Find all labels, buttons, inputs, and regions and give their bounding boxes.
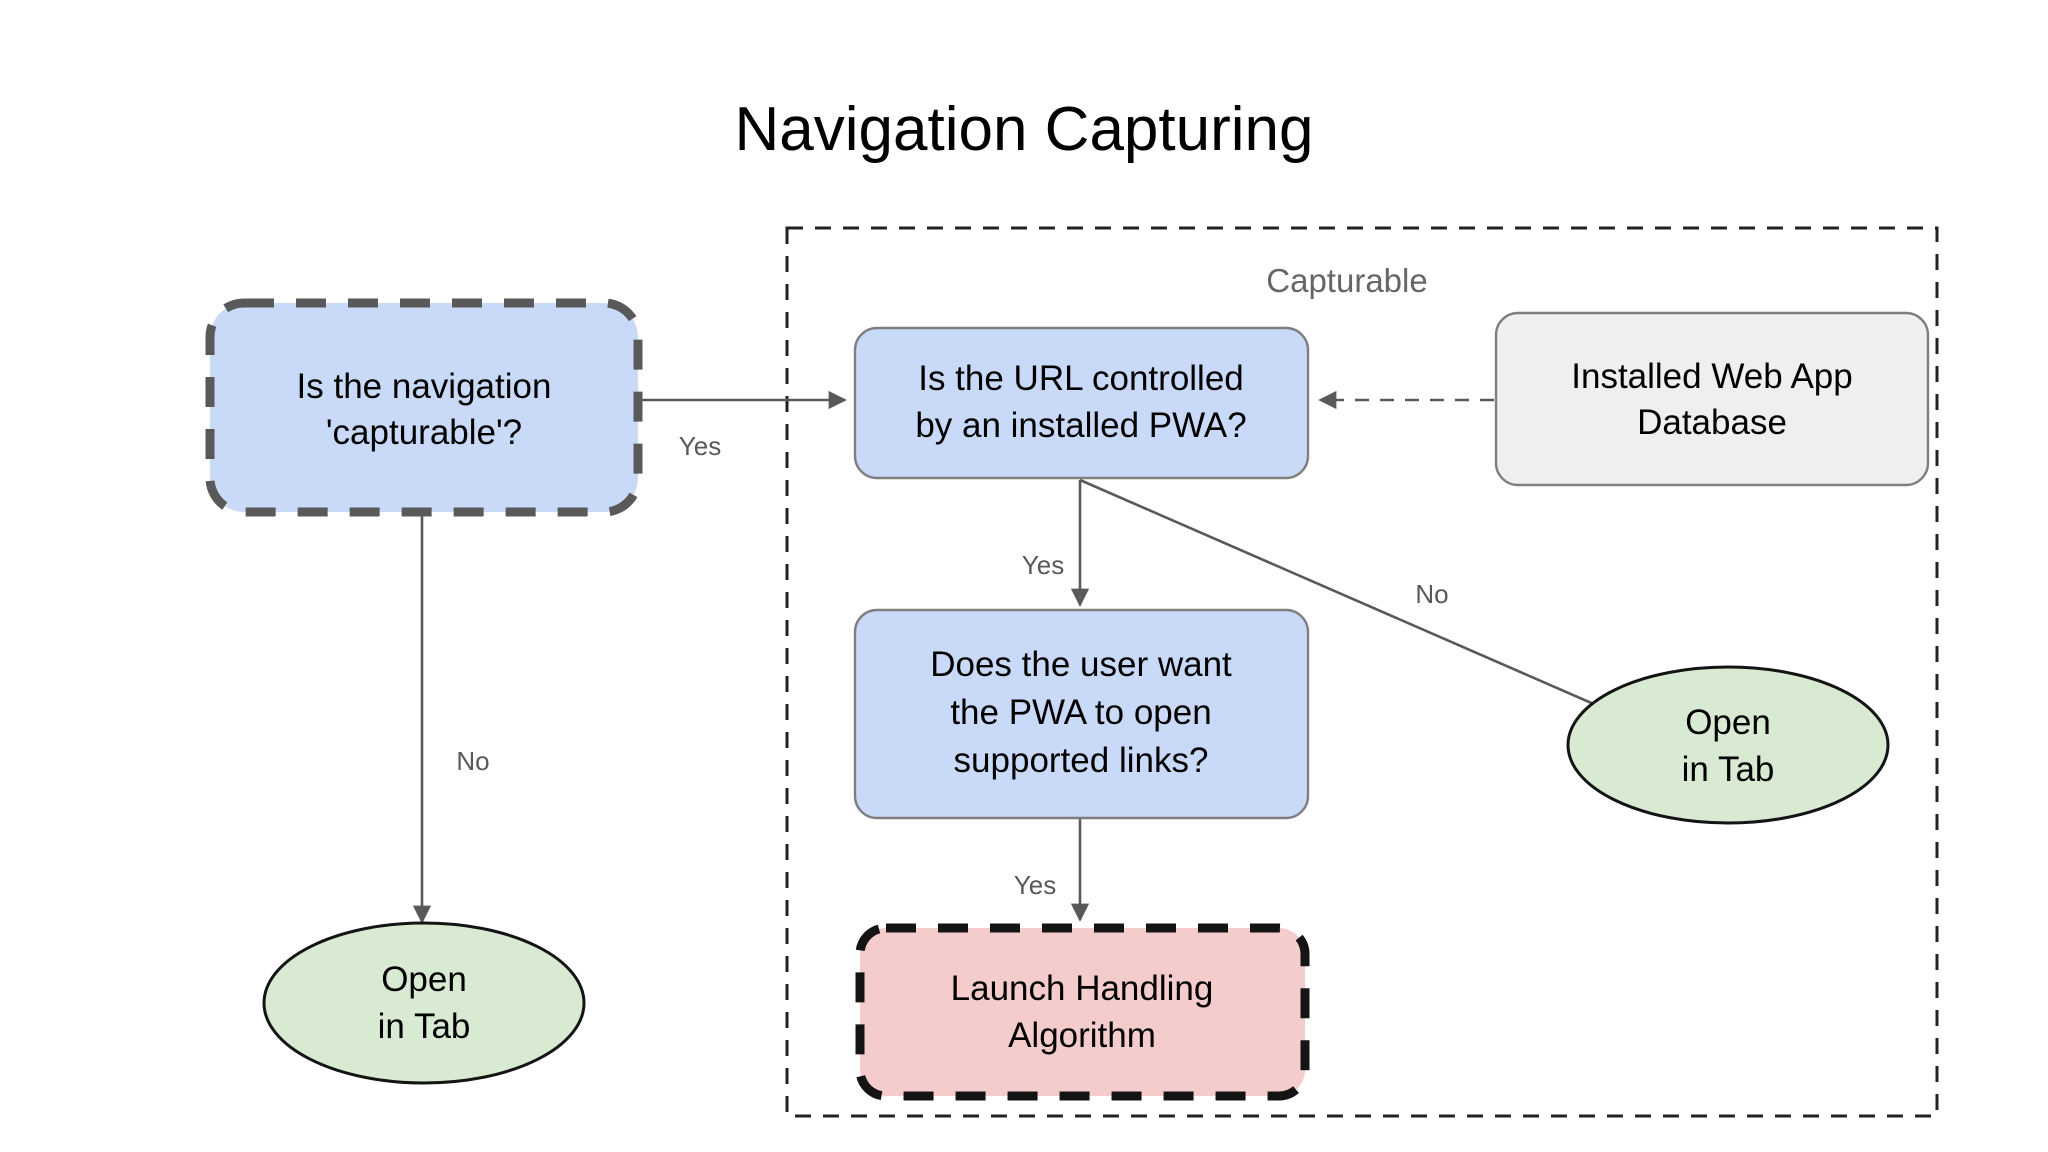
node-open-in-tab-left-shape bbox=[262, 921, 586, 1085]
node-launch-handling-algorithm-shape bbox=[855, 923, 1310, 1101]
edge-capturable-yes-to-url: Yes bbox=[638, 390, 847, 461]
node-open-in-tab-right-shape bbox=[1566, 665, 1890, 825]
node-is-navigation-capturable[interactable]: Is the navigation 'capturable'? bbox=[205, 298, 643, 517]
edge-label-capturable-yes: Yes bbox=[679, 431, 721, 461]
capturable-group-box bbox=[785, 226, 1939, 1118]
node-open-in-tab-right[interactable]: Open in Tab bbox=[1566, 665, 1890, 825]
node-is-url-controlled-line-1: Is the URL controlled bbox=[918, 359, 1244, 398]
node-is-navigation-capturable-shape bbox=[205, 298, 643, 517]
node-does-user-want-pwa-line-1: Does the user want bbox=[930, 645, 1232, 684]
node-open-in-tab-left-line-2: in Tab bbox=[378, 1007, 471, 1046]
node-does-user-want-pwa[interactable]: Does the user want the PWA to open suppo… bbox=[853, 608, 1310, 820]
node-does-user-want-pwa-line-3: supported links? bbox=[954, 741, 1209, 780]
edge-label-capturable-no: No bbox=[456, 746, 489, 776]
node-open-in-tab-right-line-2: in Tab bbox=[1682, 750, 1775, 789]
edge-user-want-yes-to-launch: Yes bbox=[1014, 818, 1090, 922]
node-does-user-want-pwa-shape bbox=[853, 608, 1310, 820]
node-open-in-tab-left[interactable]: Open in Tab bbox=[262, 921, 586, 1085]
edge-url-no-to-open-tab: No bbox=[1079, 478, 1614, 714]
capturable-group-label: Capturable bbox=[1266, 262, 1427, 299]
edge-label-url-no: No bbox=[1415, 579, 1448, 609]
node-installed-web-app-database-line-2: Database bbox=[1637, 403, 1787, 442]
node-is-url-controlled[interactable]: Is the URL controlled by an installed PW… bbox=[853, 326, 1310, 480]
node-is-navigation-capturable-line-1: Is the navigation bbox=[297, 367, 552, 406]
node-launch-handling-algorithm-line-1: Launch Handling bbox=[951, 969, 1214, 1008]
node-open-in-tab-right-line-1: Open bbox=[1685, 703, 1771, 742]
node-does-user-want-pwa-line-2: the PWA to open bbox=[950, 693, 1211, 732]
edge-url-yes-to-user-want: Yes bbox=[1022, 480, 1090, 607]
node-is-url-controlled-line-2: by an installed PWA? bbox=[915, 406, 1246, 445]
node-launch-handling-algorithm[interactable]: Launch Handling Algorithm bbox=[855, 923, 1310, 1101]
node-is-url-controlled-shape bbox=[853, 326, 1310, 480]
page-title: Navigation Capturing bbox=[734, 95, 1313, 164]
edge-label-url-yes: Yes bbox=[1022, 550, 1064, 580]
node-installed-web-app-database-shape bbox=[1494, 311, 1930, 487]
node-installed-web-app-database[interactable]: Installed Web App Database bbox=[1494, 311, 1930, 487]
node-is-navigation-capturable-line-2: 'capturable'? bbox=[326, 413, 522, 452]
edge-capturable-no-to-open-tab: No bbox=[412, 512, 490, 924]
node-installed-web-app-database-line-1: Installed Web App bbox=[1571, 357, 1853, 396]
node-launch-handling-algorithm-line-2: Algorithm bbox=[1008, 1016, 1156, 1055]
node-open-in-tab-left-line-1: Open bbox=[381, 960, 467, 999]
edge-label-user-want-yes: Yes bbox=[1014, 870, 1056, 900]
